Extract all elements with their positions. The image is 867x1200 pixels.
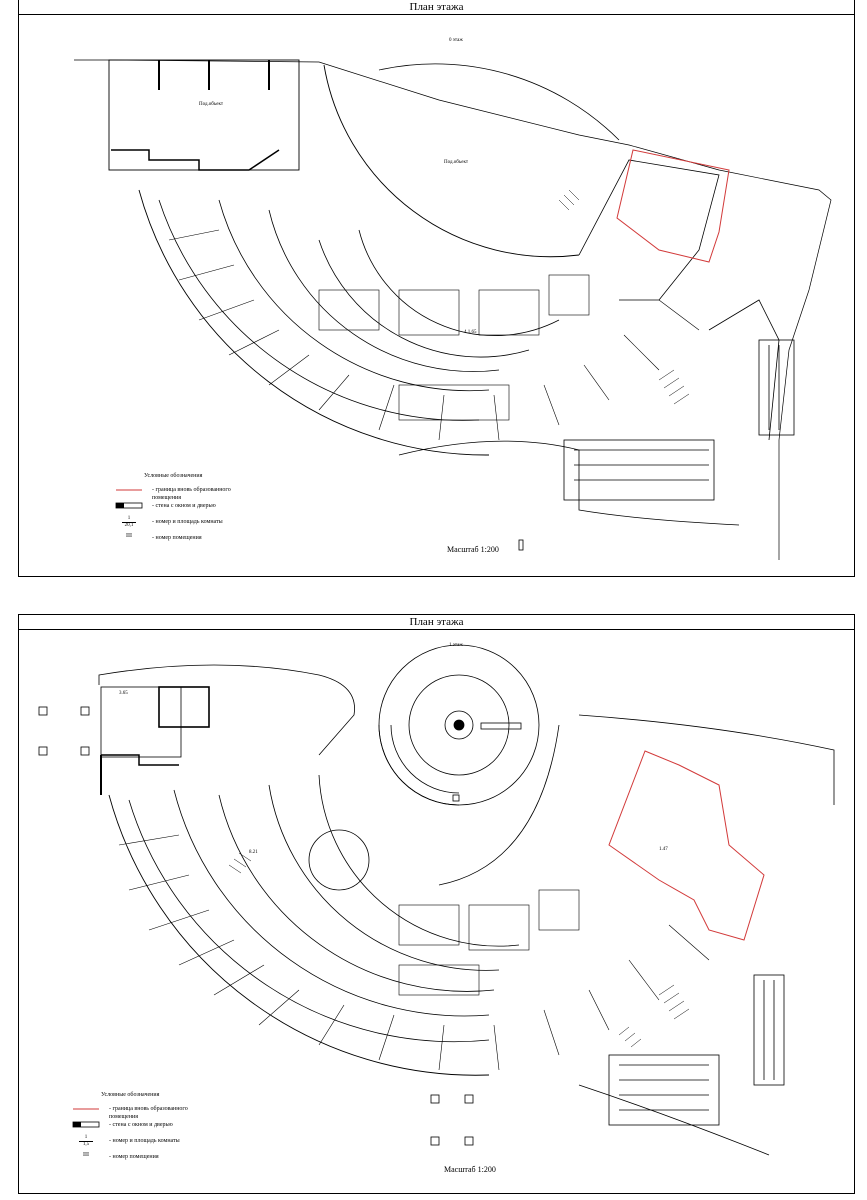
room-label: Под.объект	[444, 160, 469, 165]
room-label: 4.1.65	[464, 330, 477, 335]
scale-label: Масштаб 1:200	[444, 1165, 496, 1174]
room-label: 1.47	[659, 847, 668, 852]
floor-plan-drawing	[74, 59, 832, 560]
sheet-title: План этажа	[19, 615, 854, 630]
legend-item: - граница вновь образованного помещения	[114, 484, 314, 501]
scale-label: Масштаб 1:200	[447, 545, 499, 554]
premise-number-icon: III	[83, 1152, 89, 1158]
sheet-title: План этажа	[19, 0, 854, 15]
room-number-area-icon: 1 20,1	[114, 516, 144, 528]
legend-item: III - номер помещения	[114, 532, 314, 544]
floor-plan-drawing	[38, 644, 835, 1156]
room-label: 8.21	[249, 850, 258, 855]
legend-item: 1 1,5 - номер и площадь комнаты	[71, 1135, 271, 1147]
floor-name: 0 этаж	[449, 38, 463, 43]
legend-item: 1 20,1 - номер и площадь комнаты	[114, 516, 314, 528]
legend-header: Условные обозначения	[144, 473, 203, 479]
legend-header: Условные обозначения	[101, 1092, 160, 1098]
room-label: 3.65	[119, 691, 128, 696]
floor-plan-sheet-1: План этажа 1 этаж	[18, 614, 855, 1194]
legend-item: - стена с окном и дверью	[114, 500, 314, 512]
legend-item: - стена с окном и дверью	[71, 1119, 271, 1131]
legend-item: - граница вновь образованного помещения	[71, 1103, 271, 1120]
page-gap	[0, 580, 867, 610]
wall-window-door-icon	[115, 502, 143, 509]
room-number-area-icon: 1 1,5	[71, 1135, 101, 1147]
legend-item: III - номер помещения	[71, 1151, 271, 1163]
premise-number-icon: III	[126, 533, 132, 539]
floor-name: 1 этаж	[449, 643, 463, 648]
room-label: Под.объект	[199, 102, 224, 107]
wall-window-door-icon	[72, 1121, 100, 1128]
floor-plan-sheet-0: План этажа 0 этаж	[18, 0, 855, 577]
boundary-line-icon	[73, 1108, 99, 1110]
boundary-line-icon	[116, 489, 142, 491]
